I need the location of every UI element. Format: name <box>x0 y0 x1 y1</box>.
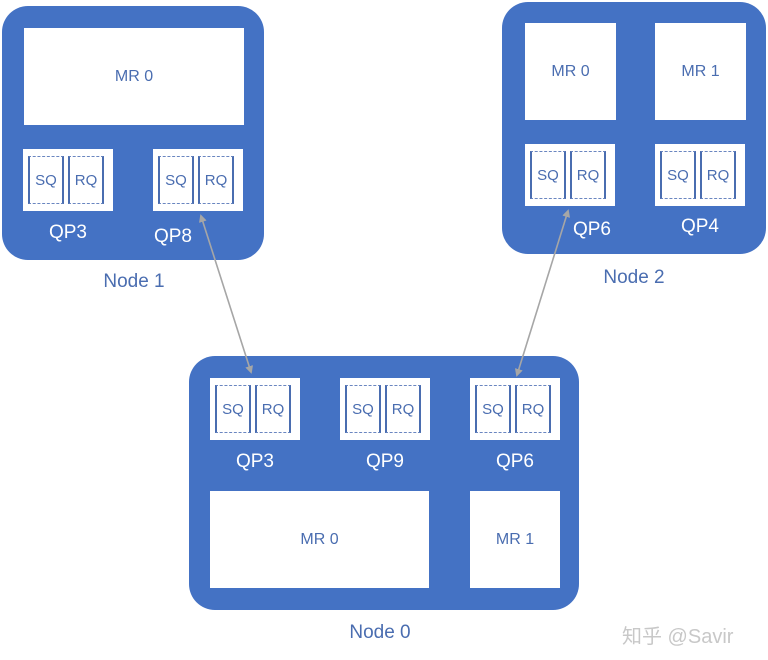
queue-pair-qp4: SQ RQ <box>655 144 745 206</box>
qp-label: QP4 <box>680 216 720 237</box>
queue-pair-qp8: SQ RQ <box>153 149 243 211</box>
receive-queue: RQ <box>385 385 421 433</box>
receive-queue: RQ <box>570 151 606 199</box>
mr-label: MR 1 <box>681 62 720 80</box>
connection-qp6-qp6 <box>514 209 571 377</box>
mr-label: MR 0 <box>551 62 590 80</box>
queue-pair-qp3: SQ RQ <box>23 149 113 211</box>
qp-label: QP8 <box>153 226 193 247</box>
receive-queue: RQ <box>68 156 104 204</box>
connection-qp8-qp3 <box>199 214 253 374</box>
send-queue: SQ <box>28 156 64 204</box>
send-queue: SQ <box>530 151 566 199</box>
send-queue: SQ <box>475 385 511 433</box>
memory-region-mr1: MR 1 <box>655 23 746 120</box>
qp-label: QP9 <box>365 451 405 472</box>
node-2: MR 0 MR 1 SQ RQ QP6 SQ RQ QP4 <box>502 2 766 254</box>
receive-queue: RQ <box>700 151 736 199</box>
receive-queue: RQ <box>198 156 234 204</box>
receive-queue: RQ <box>515 385 551 433</box>
node-0-label: Node 0 <box>349 622 411 643</box>
queue-pair-qp3: SQ RQ <box>210 378 300 440</box>
node-1: MR 0 SQ RQ QP3 SQ RQ QP8 <box>2 6 264 260</box>
qp-label: QP6 <box>495 451 535 472</box>
node-1-label: Node 1 <box>103 271 165 292</box>
memory-region-mr0: MR 0 <box>210 491 429 588</box>
mr-label: MR 0 <box>300 530 339 548</box>
memory-region-mr1: MR 1 <box>470 491 560 588</box>
send-queue: SQ <box>345 385 381 433</box>
mr-label: MR 0 <box>114 67 154 85</box>
send-queue: SQ <box>158 156 194 204</box>
memory-region-mr0: MR 0 <box>525 23 616 120</box>
queue-pair-qp6: SQ RQ <box>470 378 560 440</box>
queue-pair-qp6: SQ RQ <box>525 144 615 206</box>
send-queue: SQ <box>215 385 251 433</box>
memory-region-mr0: MR 0 <box>24 28 244 125</box>
watermark: 知乎 @Savir <box>622 626 734 648</box>
qp-label: QP3 <box>48 222 88 243</box>
node-2-label: Node 2 <box>603 267 665 288</box>
mr-label: MR 1 <box>495 530 535 548</box>
qp-label: QP6 <box>572 219 612 240</box>
node-0: SQ RQ QP3 SQ RQ QP9 SQ RQ QP6 MR 0 MR 1 <box>189 356 579 610</box>
queue-pair-qp9: SQ RQ <box>340 378 430 440</box>
receive-queue: RQ <box>255 385 291 433</box>
send-queue: SQ <box>660 151 696 199</box>
qp-label: QP3 <box>235 451 275 472</box>
